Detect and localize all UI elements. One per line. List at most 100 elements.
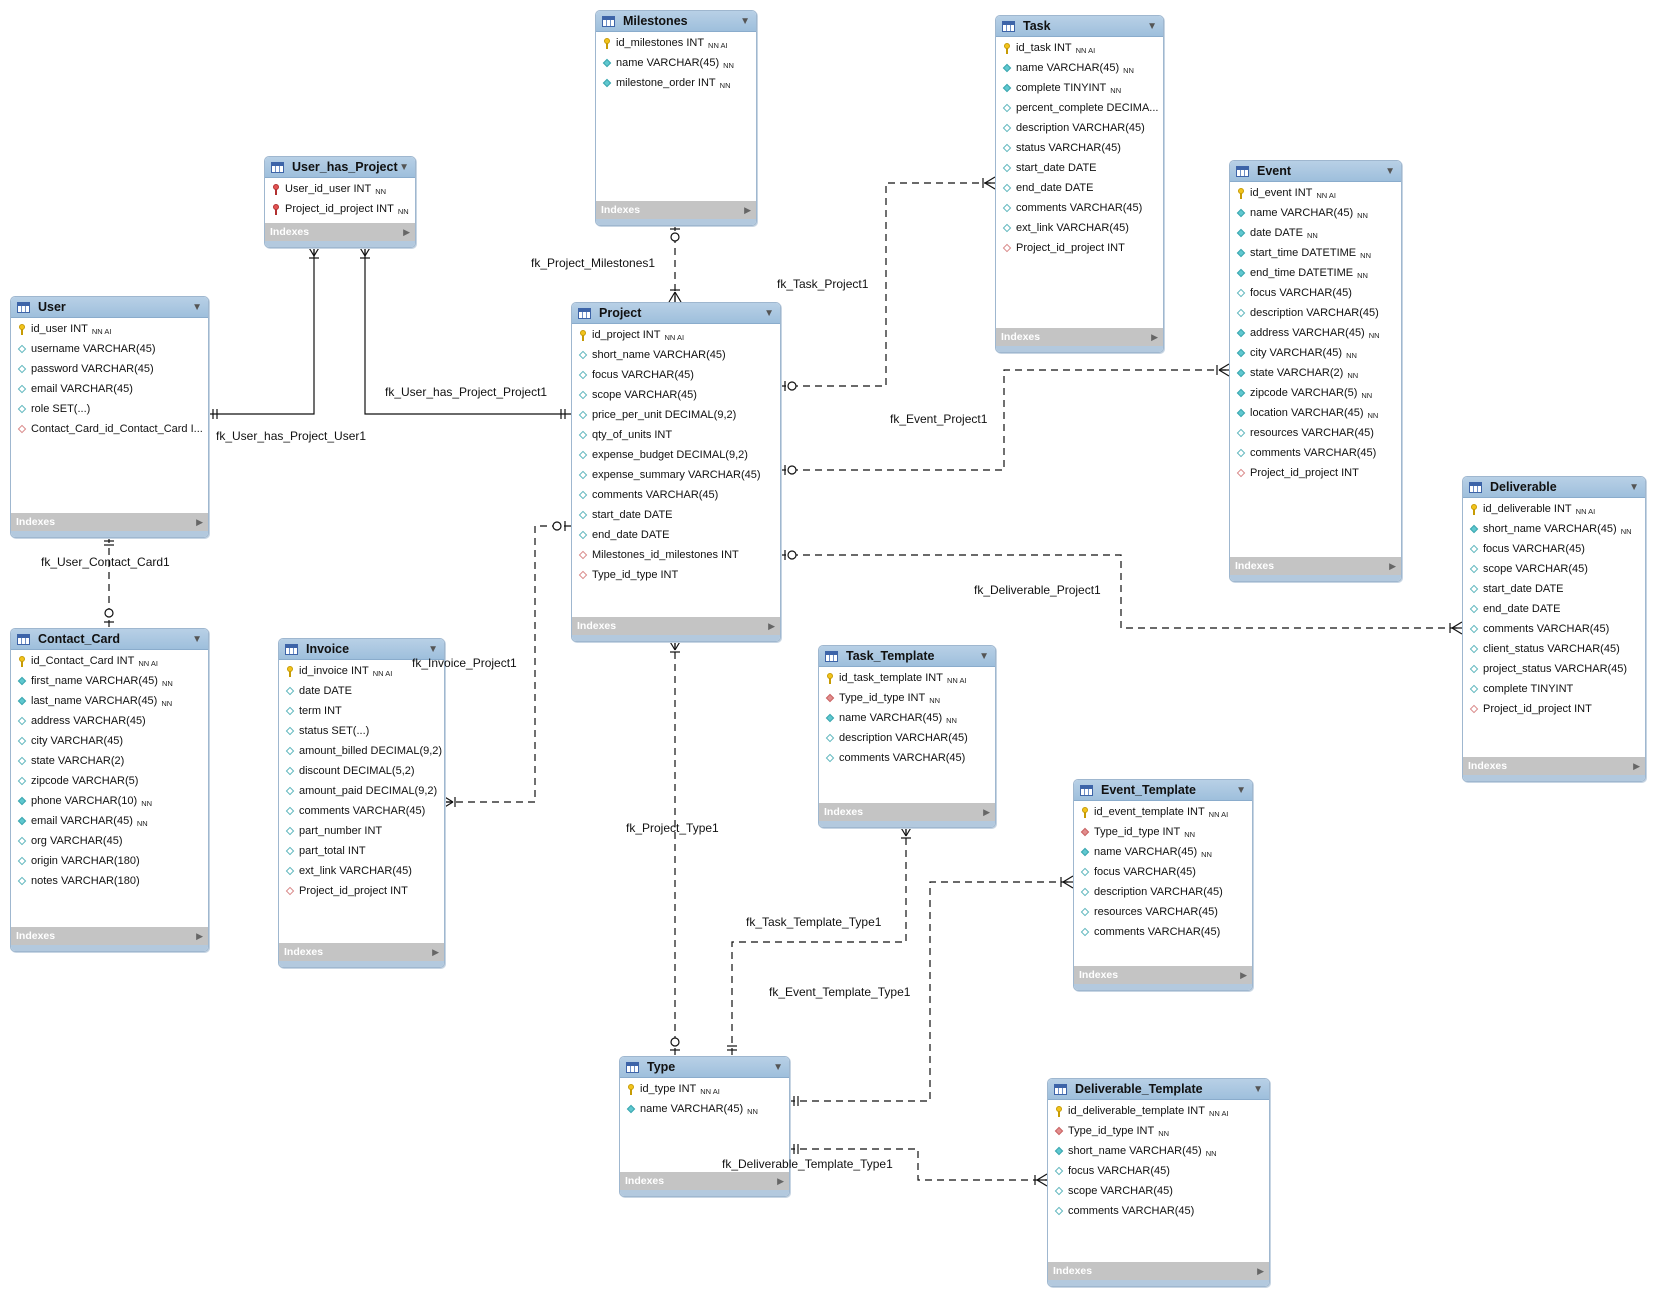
- column-row[interactable]: focus VARCHAR(45): [1463, 539, 1645, 559]
- column-row[interactable]: short_name VARCHAR(45)NN: [1048, 1141, 1269, 1161]
- column-row[interactable]: password VARCHAR(45): [11, 359, 208, 379]
- expand-arrow-icon[interactable]: ▶: [196, 930, 203, 941]
- column-row[interactable]: comments VARCHAR(45): [279, 801, 444, 821]
- indexes-section[interactable]: Indexes▶: [819, 803, 995, 821]
- column-row[interactable]: description VARCHAR(45): [1230, 303, 1401, 323]
- table-deliverable-template[interactable]: Deliverable_Template▼id_deliverable_temp…: [1047, 1078, 1270, 1287]
- column-row[interactable]: client_status VARCHAR(45): [1463, 639, 1645, 659]
- collapse-triangle-icon[interactable]: ▼: [1253, 1083, 1263, 1095]
- collapse-triangle-icon[interactable]: ▼: [1629, 481, 1639, 493]
- column-row[interactable]: state VARCHAR(2)NN: [1230, 363, 1401, 383]
- column-row[interactable]: amount_paid DECIMAL(9,2): [279, 781, 444, 801]
- column-row[interactable]: percent_complete DECIMA...: [996, 98, 1163, 118]
- column-row[interactable]: Milestones_id_milestones INT: [572, 545, 780, 565]
- column-row[interactable]: date DATE: [279, 681, 444, 701]
- column-row[interactable]: comments VARCHAR(45): [1074, 922, 1252, 942]
- expand-arrow-icon[interactable]: ▶: [196, 516, 203, 527]
- column-row[interactable]: email VARCHAR(45): [11, 379, 208, 399]
- column-row[interactable]: focus VARCHAR(45): [1048, 1161, 1269, 1181]
- column-row[interactable]: resources VARCHAR(45): [1074, 902, 1252, 922]
- indexes-section[interactable]: Indexes▶: [596, 201, 756, 219]
- relation-fk-user-has-project-user1[interactable]: [207, 246, 315, 415]
- column-row[interactable]: end_date DATE: [1463, 599, 1645, 619]
- column-row[interactable]: resources VARCHAR(45): [1230, 423, 1401, 443]
- column-row[interactable]: description VARCHAR(45): [1074, 882, 1252, 902]
- column-row[interactable]: description VARCHAR(45): [819, 728, 995, 748]
- column-row[interactable]: first_name VARCHAR(45)NN: [11, 671, 208, 691]
- collapse-triangle-icon[interactable]: ▼: [979, 650, 989, 662]
- table-header[interactable]: Type▼: [620, 1057, 789, 1078]
- column-row[interactable]: Project_id_project INT: [996, 238, 1163, 258]
- table-header[interactable]: Deliverable▼: [1463, 477, 1645, 498]
- column-row[interactable]: scope VARCHAR(45): [1463, 559, 1645, 579]
- column-row[interactable]: project_status VARCHAR(45): [1463, 659, 1645, 679]
- column-row[interactable]: discount DECIMAL(5,2): [279, 761, 444, 781]
- collapse-triangle-icon[interactable]: ▼: [428, 643, 438, 655]
- column-row[interactable]: name VARCHAR(45)NN: [819, 708, 995, 728]
- expand-arrow-icon[interactable]: ▶: [768, 620, 775, 631]
- table-header[interactable]: Invoice▼: [279, 639, 444, 660]
- collapse-triangle-icon[interactable]: ▼: [192, 301, 202, 313]
- column-row[interactable]: zipcode VARCHAR(5): [11, 771, 208, 791]
- relation-fk-task-template-type1[interactable]: [731, 826, 907, 1056]
- indexes-section[interactable]: Indexes▶: [265, 223, 415, 241]
- column-row[interactable]: comments VARCHAR(45): [1048, 1201, 1269, 1221]
- column-row[interactable]: address VARCHAR(45)NN: [1230, 323, 1401, 343]
- indexes-section[interactable]: Indexes▶: [1463, 757, 1645, 775]
- column-row[interactable]: ext_link VARCHAR(45): [279, 861, 444, 881]
- table-header[interactable]: User▼: [11, 297, 208, 318]
- table-header[interactable]: Task▼: [996, 16, 1163, 37]
- column-row[interactable]: status SET(...): [279, 721, 444, 741]
- indexes-section[interactable]: Indexes▶: [996, 328, 1163, 346]
- collapse-triangle-icon[interactable]: ▼: [192, 633, 202, 645]
- column-row[interactable]: role SET(...): [11, 399, 208, 419]
- indexes-section[interactable]: Indexes▶: [620, 1172, 789, 1190]
- column-row[interactable]: end_date DATE: [572, 525, 780, 545]
- indexes-section[interactable]: Indexes▶: [1048, 1262, 1269, 1280]
- column-row[interactable]: part_total INT: [279, 841, 444, 861]
- collapse-triangle-icon[interactable]: ▼: [773, 1061, 783, 1073]
- column-row[interactable]: name VARCHAR(45)NN: [1074, 842, 1252, 862]
- column-row[interactable]: short_name VARCHAR(45)NN: [1463, 519, 1645, 539]
- column-row[interactable]: city VARCHAR(45)NN: [1230, 343, 1401, 363]
- column-row[interactable]: description VARCHAR(45): [996, 118, 1163, 138]
- column-row[interactable]: Project_id_project INT: [1463, 699, 1645, 719]
- collapse-triangle-icon[interactable]: ▼: [1236, 784, 1246, 796]
- column-row[interactable]: Project_id_project INT: [279, 881, 444, 901]
- column-row[interactable]: focus VARCHAR(45): [1230, 283, 1401, 303]
- column-row[interactable]: name VARCHAR(45)NN: [620, 1099, 789, 1119]
- table-header[interactable]: Deliverable_Template▼: [1048, 1079, 1269, 1100]
- column-row[interactable]: focus VARCHAR(45): [1074, 862, 1252, 882]
- expand-arrow-icon[interactable]: ▶: [1240, 969, 1247, 980]
- column-row[interactable]: amount_billed DECIMAL(9,2): [279, 741, 444, 761]
- column-row[interactable]: scope VARCHAR(45): [572, 385, 780, 405]
- column-row[interactable]: name VARCHAR(45)NN: [996, 58, 1163, 78]
- column-row[interactable]: email VARCHAR(45)NN: [11, 811, 208, 831]
- column-row[interactable]: state VARCHAR(2): [11, 751, 208, 771]
- column-row[interactable]: short_name VARCHAR(45): [572, 345, 780, 365]
- collapse-triangle-icon[interactable]: ▼: [399, 161, 409, 173]
- relation-fk-event-project1[interactable]: [779, 369, 1229, 471]
- column-row[interactable]: name VARCHAR(45)NN: [1230, 203, 1401, 223]
